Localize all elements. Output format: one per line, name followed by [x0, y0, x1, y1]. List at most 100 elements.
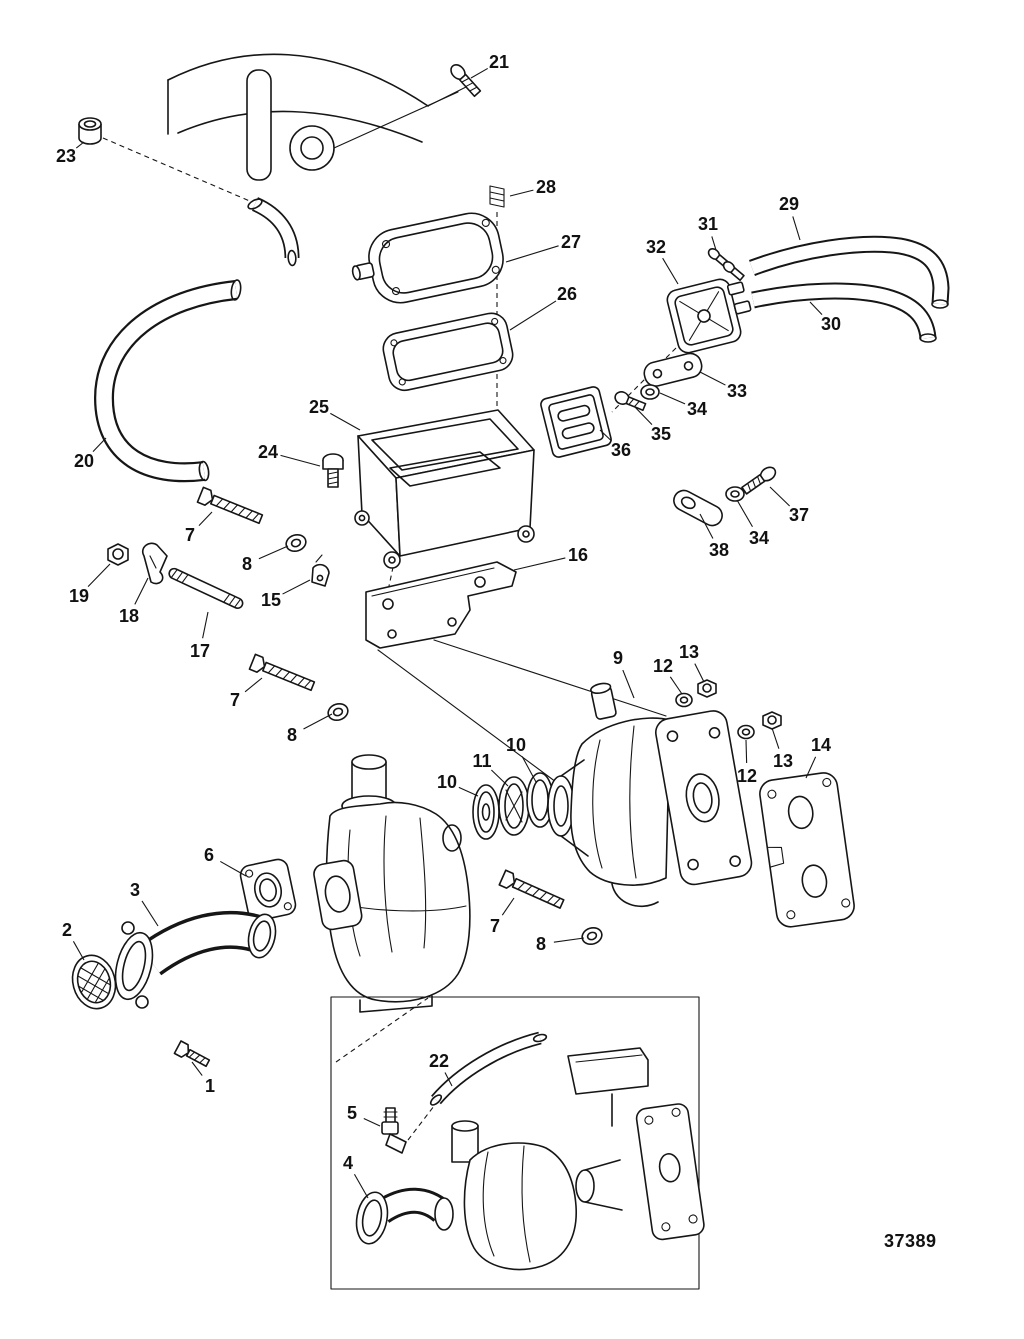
- screws-31-part: [707, 248, 745, 282]
- leader-line-7: [198, 511, 213, 526]
- leader-line-4: [353, 1174, 369, 1199]
- leader-line-36: [599, 429, 612, 442]
- screw-21-part: [450, 64, 482, 98]
- leader-line-34: [736, 499, 753, 528]
- leader-line-33: [699, 371, 726, 386]
- callout-20: 20: [74, 451, 94, 471]
- leader-line-37: [769, 486, 791, 507]
- bolt-35-part: [614, 391, 647, 412]
- leader-line-8: [553, 937, 585, 943]
- leader-line-6: [220, 860, 247, 877]
- bolt-37-part: [741, 466, 777, 495]
- leader-line-10: [458, 786, 479, 797]
- callout-4: 4: [343, 1153, 353, 1173]
- leader-line-35: [633, 405, 653, 426]
- nut-13b-part: [762, 711, 782, 730]
- spring-28-part: [489, 185, 505, 208]
- callout-5: 5: [347, 1103, 357, 1123]
- bolt-7b-part: [248, 653, 316, 692]
- callout-38: 38: [709, 540, 729, 560]
- callout-22: 22: [429, 1051, 449, 1071]
- bolt-24-part: [322, 453, 344, 488]
- leader-line-7: [501, 897, 515, 916]
- leader-line-22: [444, 1072, 453, 1087]
- callout-31: 31: [698, 214, 718, 234]
- hose-20: [93, 279, 242, 483]
- bracket-16-part: [365, 561, 517, 649]
- elbow-3-part: [114, 910, 277, 1009]
- gasket-33-part: [643, 352, 703, 387]
- callout-8: 8: [242, 554, 252, 574]
- leader-line-38: [699, 513, 714, 539]
- leader-line-11: [490, 769, 509, 787]
- leader-line-24: [280, 454, 321, 467]
- callout-6: 6: [204, 845, 214, 865]
- leader-line-1: [191, 1061, 203, 1076]
- leader-line-32: [662, 257, 679, 285]
- callout-19: 19: [69, 586, 89, 606]
- callout-34: 34: [749, 528, 769, 548]
- washer-8c-part: [581, 926, 603, 946]
- callout-30: 30: [821, 314, 841, 334]
- callout-7: 7: [490, 916, 500, 936]
- callout-12: 12: [737, 766, 757, 786]
- callout-26: 26: [557, 284, 577, 304]
- washer-34a-part: [640, 384, 660, 400]
- leader-line-18: [134, 577, 149, 605]
- plug-23-part: [78, 117, 102, 145]
- callout-12: 12: [653, 656, 673, 676]
- exhaust-manifold-body: [313, 754, 471, 1013]
- gasket-6-part: [239, 858, 297, 922]
- gasket-38-part: [673, 489, 723, 527]
- callout-2: 2: [62, 920, 72, 940]
- callout-33: 33: [727, 381, 747, 401]
- washer-12b-part: [737, 724, 755, 740]
- leader-line-29: [792, 216, 801, 241]
- leader-line-30: [809, 301, 823, 315]
- gasket-26-part: [382, 312, 514, 392]
- inset-box: [330, 996, 700, 1290]
- washer-8a-part: [285, 533, 307, 553]
- callout-23: 23: [56, 146, 76, 166]
- leader-line-20: [92, 437, 107, 452]
- callout-1: 1: [205, 1076, 215, 1096]
- callout-27: 27: [561, 232, 581, 252]
- callout-35: 35: [651, 424, 671, 444]
- callout-14: 14: [811, 735, 831, 755]
- leader-line-21: [470, 67, 488, 79]
- leader-line-12: [745, 739, 748, 764]
- nut-19-part: [107, 543, 129, 566]
- hose-29: [749, 235, 950, 309]
- clamp-18-part: [142, 542, 168, 585]
- leader-line-10: [521, 756, 537, 783]
- bolt-7c-part: [498, 869, 565, 909]
- figure-number: 37389: [884, 1231, 937, 1251]
- stud-17-part: [168, 567, 244, 610]
- washer-8b-part: [327, 702, 349, 722]
- callout-25: 25: [309, 397, 329, 417]
- hose-30: [751, 282, 937, 343]
- leader-line-8: [303, 713, 333, 730]
- callout-37: 37: [789, 505, 809, 525]
- leader-line-15: [282, 579, 311, 595]
- nut-13a-part: [697, 679, 717, 698]
- bolt-1-part: [173, 1040, 211, 1068]
- callout-16: 16: [568, 545, 588, 565]
- leader-line-13: [694, 663, 705, 683]
- leader-line-27: [505, 245, 559, 263]
- leader-line-31: [711, 236, 717, 251]
- callout-29: 29: [779, 194, 799, 214]
- callout-28: 28: [536, 177, 556, 197]
- callout-13: 13: [679, 642, 699, 662]
- leader-line-3: [141, 900, 159, 927]
- callout-7: 7: [185, 525, 195, 545]
- cover-27-part: [351, 212, 504, 304]
- callout-17: 17: [190, 641, 210, 661]
- callout-7: 7: [230, 690, 240, 710]
- leader-line-14: [805, 756, 817, 779]
- callout-32: 32: [646, 237, 666, 257]
- leader-line-2: [72, 941, 85, 961]
- bolt-7a-part: [196, 486, 264, 525]
- leader-line-25: [330, 412, 361, 431]
